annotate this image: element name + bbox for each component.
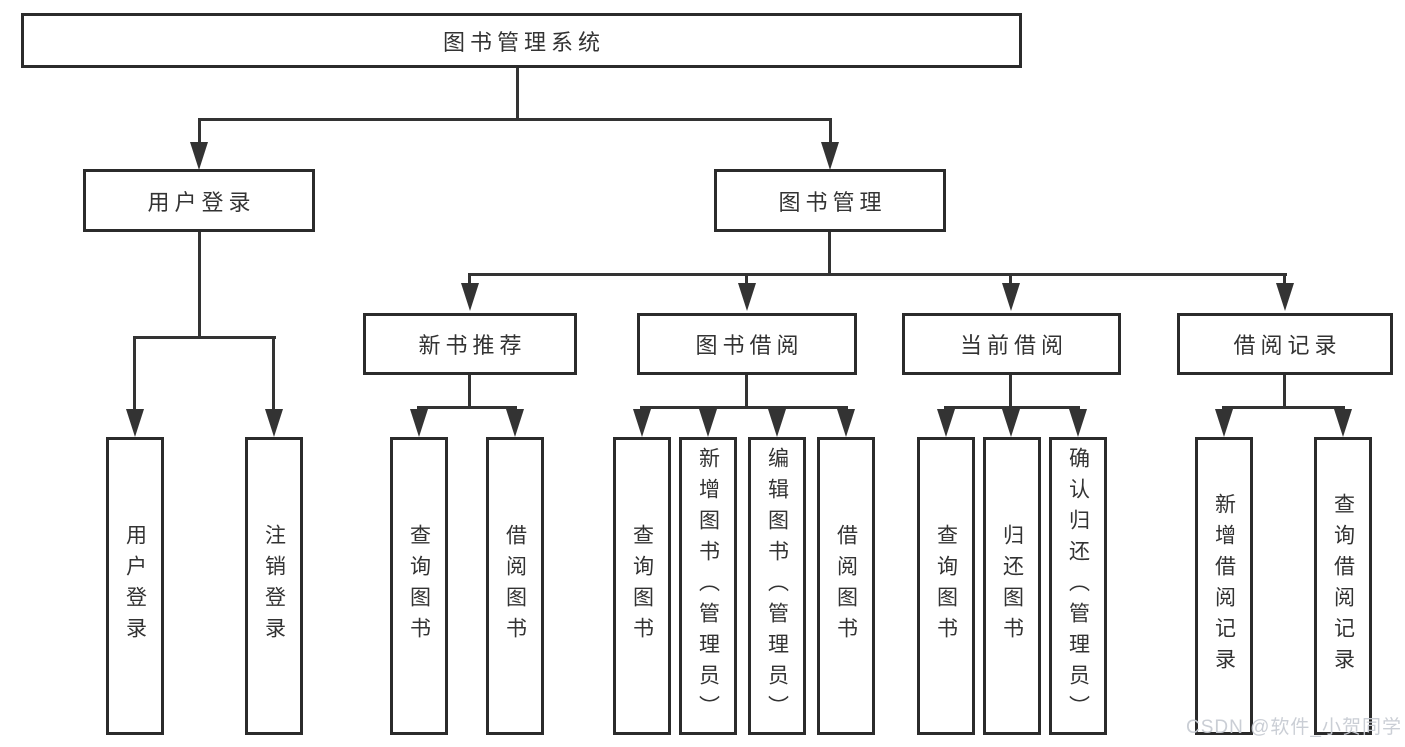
node-book-management: 图书管理 [714,169,946,232]
arrow-down [1215,409,1233,437]
connector-line [198,121,201,144]
arrow-down [699,409,717,437]
connector-line [1222,406,1345,409]
node-new-book-recommend: 新书推荐 [363,313,577,375]
connector-line [198,232,201,339]
node-confirm-return-admin: 确认归还（管理员） [1049,437,1107,735]
node-user-login: 用户登录 [83,169,315,232]
connector-line [272,339,275,411]
node-query-borrow-record: 查询借阅记录 [1314,437,1372,735]
node-borrow-books: 借阅图书 [817,437,875,735]
node-query-books-recommend: 查询图书 [390,437,448,735]
connector-line [468,375,471,409]
connector-line [1009,375,1012,409]
connector-line [133,339,136,411]
arrow-down [1002,283,1020,311]
connector-line [1009,276,1012,286]
arrow-down [506,409,524,437]
node-edit-books-admin: 编辑图书（管理员） [748,437,806,735]
arrow-down [410,409,428,437]
arrow-down [937,409,955,437]
connector-line [1283,375,1286,409]
node-borrow-books-recommend: 借阅图书 [486,437,544,735]
connector-line [468,273,1287,276]
node-current-borrowing: 当前借阅 [902,313,1121,375]
node-logout: 注销登录 [245,437,303,735]
node-library-system: 图书管理系统 [21,13,1022,68]
arrow-down [633,409,651,437]
csdn-watermark: CSDN @软件_小贺同学 [1186,717,1402,738]
node-book-borrowing: 图书借阅 [637,313,857,375]
node-borrowing-records: 借阅记录 [1177,313,1393,375]
node-query-books-borrowing: 查询图书 [613,437,671,735]
arrow-down [265,409,283,437]
node-login: 用户登录 [106,437,164,735]
arrow-down [1002,409,1020,437]
connector-line [516,68,519,121]
arrow-down [126,409,144,437]
connector-line [1283,276,1286,286]
arrow-down [1276,283,1294,311]
arrow-down [461,283,479,311]
connector-line [828,232,831,276]
arrow-down [821,142,839,170]
node-add-borrow-record: 新增借阅记录 [1195,437,1253,735]
arrow-down [1069,409,1087,437]
connector-line [944,406,1080,409]
connector-line [133,336,276,339]
connector-line [745,276,748,286]
arrow-down [738,283,756,311]
connector-line [829,121,832,144]
connector-line [468,276,471,286]
node-query-books-current: 查询图书 [917,437,975,735]
node-add-books-admin: 新增图书（管理员） [679,437,737,735]
arrow-down [768,409,786,437]
node-return-books: 归还图书 [983,437,1041,735]
arrow-down [190,142,208,170]
connector-line [417,406,517,409]
connector-line [745,375,748,409]
arrow-down [837,409,855,437]
arrow-down [1334,409,1352,437]
connector-line [198,118,832,121]
connector-line [640,406,848,409]
